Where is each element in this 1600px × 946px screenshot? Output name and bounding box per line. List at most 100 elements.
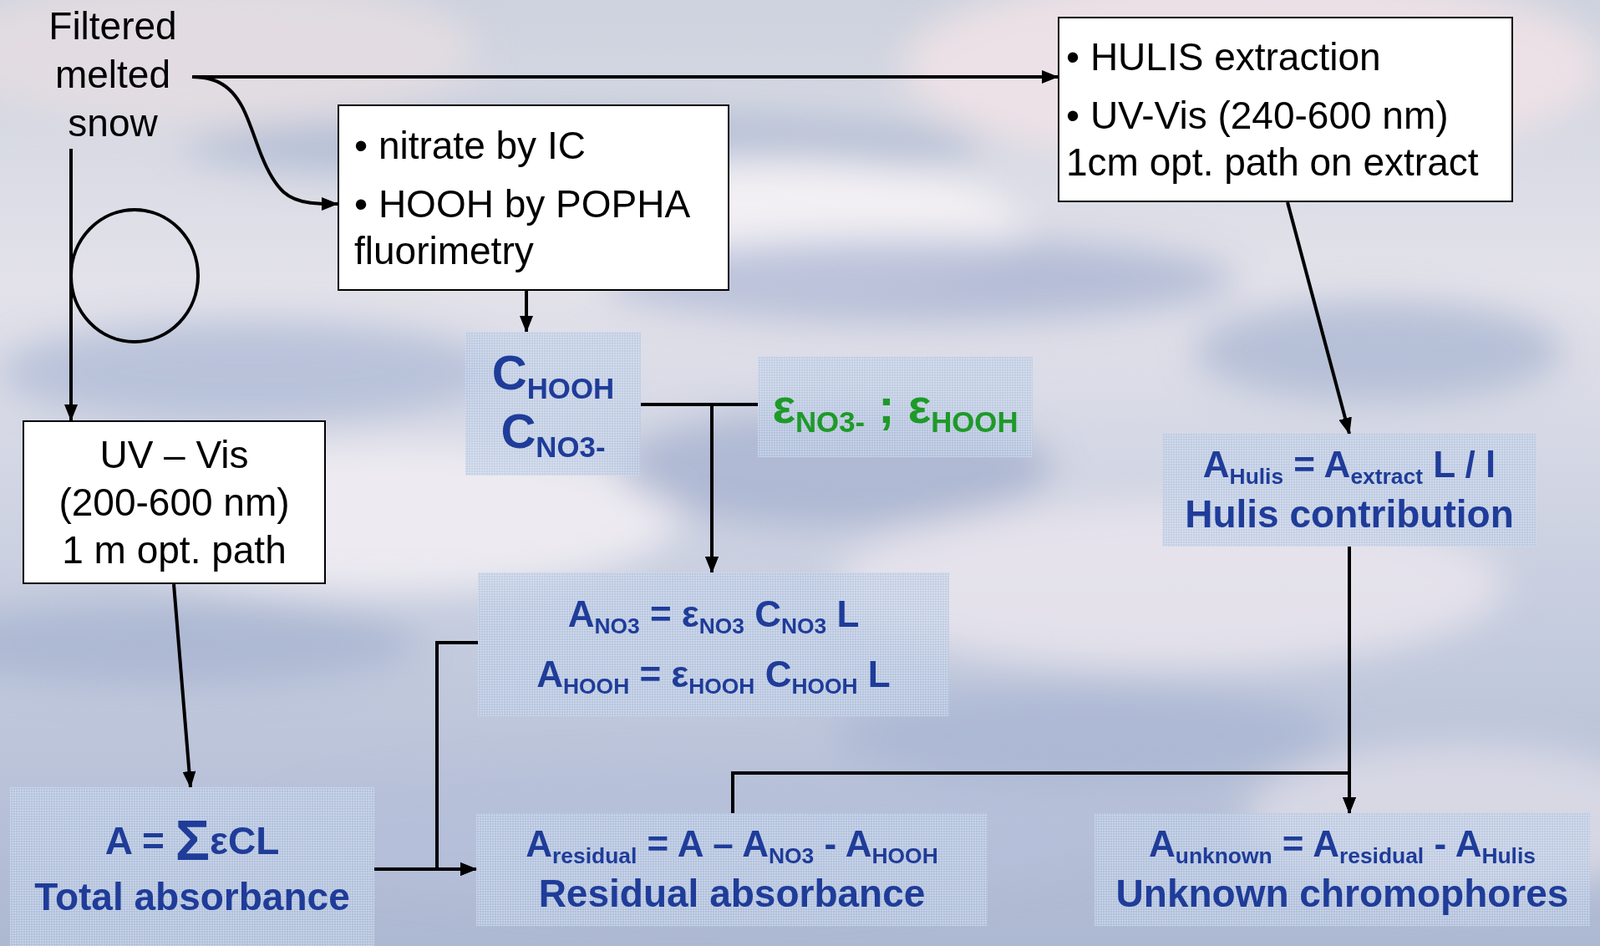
snow-shadow (1194, 300, 1563, 402)
instrument-box: UV – Vis (200-600 nm) 1 m opt. path (22, 420, 326, 585)
text-line: UV – Vis (58, 431, 290, 479)
flow-arrow (69, 148, 73, 421)
subscript: unknown (1175, 843, 1273, 869)
subscript: HOOH (527, 371, 615, 405)
text-run: = ε (640, 593, 700, 635)
text-run: Filtered (48, 4, 177, 48)
flow-arrow (1287, 202, 1350, 434)
text-run: (200-600 nm) (58, 480, 290, 524)
text-line: Aresidual = A – ANO3 - AHOOH (525, 819, 938, 868)
node-text: • HULIS extraction (1066, 33, 1382, 81)
text-run: A (1148, 822, 1176, 864)
node-text: Hulis contribution (1184, 489, 1514, 540)
subscript: NO3 (699, 614, 745, 640)
text-run: A (536, 653, 564, 695)
equation-box: AHulis = Aextract L / lHulis contributio… (1162, 433, 1537, 547)
result-box: Aunknown = Aresidual - AHulisUnknown chr… (1094, 812, 1590, 926)
text-run: Residual absorbance (538, 871, 926, 915)
coefficient-box: εNO3- ; εHOOH (757, 356, 1033, 458)
subscript: HOOH (563, 673, 630, 699)
text-run: ; ε (864, 378, 931, 433)
text-run: L (858, 653, 891, 695)
subscript: HOOH (872, 843, 939, 869)
method-box: • nitrate by IC • HOOH by POPHA fluorimet… (337, 104, 730, 291)
text-run: fluorimetry (354, 228, 534, 273)
text-line: • nitrate by IC (354, 121, 586, 169)
result-box: A = ΣεCL Total absorbance (10, 787, 375, 946)
text-line: melted (48, 50, 177, 99)
text-run: = A (1283, 443, 1351, 485)
node-text: Filtered melted snow (48, 1, 177, 148)
subscript: NO3- (795, 405, 865, 438)
text-run: C (744, 593, 782, 635)
subscript: NO3 (781, 614, 827, 640)
text-run: 1 m opt. path (61, 528, 287, 572)
flow-arrow (711, 404, 758, 573)
text-line: ANO3 = εNO3 CNO3 L (568, 587, 860, 641)
text-run: A = (105, 818, 176, 863)
flow-arrow (192, 75, 1058, 79)
subscript: NO3 (768, 843, 814, 869)
text-line: 1cm opt. path on extract (1066, 138, 1479, 186)
node-text: CHOOH CNO3- (492, 345, 615, 463)
node-text: Residual absorbance (538, 868, 926, 920)
subscript: Hulis (1229, 463, 1285, 489)
text-line: Hulis contribution (1184, 489, 1514, 540)
method-box: • HULIS extraction • UV-Vis (240-600 nm) … (1057, 16, 1514, 203)
text-line: CHOOH (492, 345, 615, 404)
snow-shadow (0, 601, 418, 686)
node-text: Total absorbance (34, 872, 350, 923)
text-run: Unknown chromophores (1116, 871, 1570, 915)
text-run: melted (55, 52, 171, 97)
subscript: HOOH (930, 405, 1018, 438)
text-line: snow (48, 98, 177, 148)
node-text: AHOOH = εHOOH CHOOH L (536, 647, 890, 701)
flow-arrow (524, 290, 529, 332)
flow-arrow (173, 584, 191, 788)
text-run: = A (1272, 822, 1340, 864)
text-run: L / l (1422, 443, 1496, 485)
subscript: Hulis (1481, 843, 1536, 869)
text-run: snow (67, 101, 158, 145)
text-run: 1cm opt. path on extract (1066, 140, 1479, 184)
text-run: UV – Vis (99, 432, 249, 477)
subscript: HOOH (688, 673, 755, 699)
text-run: A (525, 822, 553, 864)
text-line: Residual absorbance (538, 868, 926, 920)
text-line: Total absorbance (34, 872, 350, 923)
text-run: C (492, 345, 528, 400)
subscript: extract (1350, 463, 1423, 489)
text-run: L (826, 593, 859, 635)
text-run: C (754, 653, 792, 695)
source-label: Filtered melted snow (33, 0, 193, 149)
subscript: NO3 (594, 614, 640, 640)
node-text: • UV-Vis (240-600 nm) 1cm opt. path on e… (1066, 91, 1479, 186)
text-run: • UV-Vis (240-600 nm) (1066, 93, 1449, 138)
text-line: 1 m opt. path (58, 526, 290, 574)
subscript: HOOH (791, 673, 858, 699)
text-line: A = ΣεCL (105, 811, 280, 869)
text-run: = A – A (636, 822, 769, 864)
text-line: fluorimetry (354, 227, 691, 275)
text-line: • HULIS extraction (1066, 33, 1382, 81)
text-run: • HULIS extraction (1066, 35, 1382, 79)
text-run: Hulis contribution (1184, 492, 1514, 536)
flow-arrow (192, 76, 338, 204)
subscript: residual (1339, 843, 1424, 869)
text-line: • HOOH by POPHA (354, 180, 691, 228)
snow-shadow (0, 321, 502, 422)
text-run: • HOOH by POPHA (354, 182, 691, 226)
flow-arrow (436, 642, 478, 869)
filter-symbol (71, 209, 199, 342)
text-run: A (1203, 443, 1230, 485)
subscript: NO3- (535, 430, 605, 463)
text-line: Unknown chromophores (1116, 868, 1570, 920)
node-text: UV – Vis (200-600 nm) 1 m opt. path (58, 431, 290, 574)
text-run: Total absorbance (34, 874, 350, 919)
text-run: • nitrate by IC (354, 123, 586, 168)
flow-arrow (640, 404, 712, 573)
text-run: ε (772, 378, 796, 433)
text-run: = ε (629, 653, 689, 695)
text-line: AHulis = Aextract L / l (1203, 440, 1496, 488)
